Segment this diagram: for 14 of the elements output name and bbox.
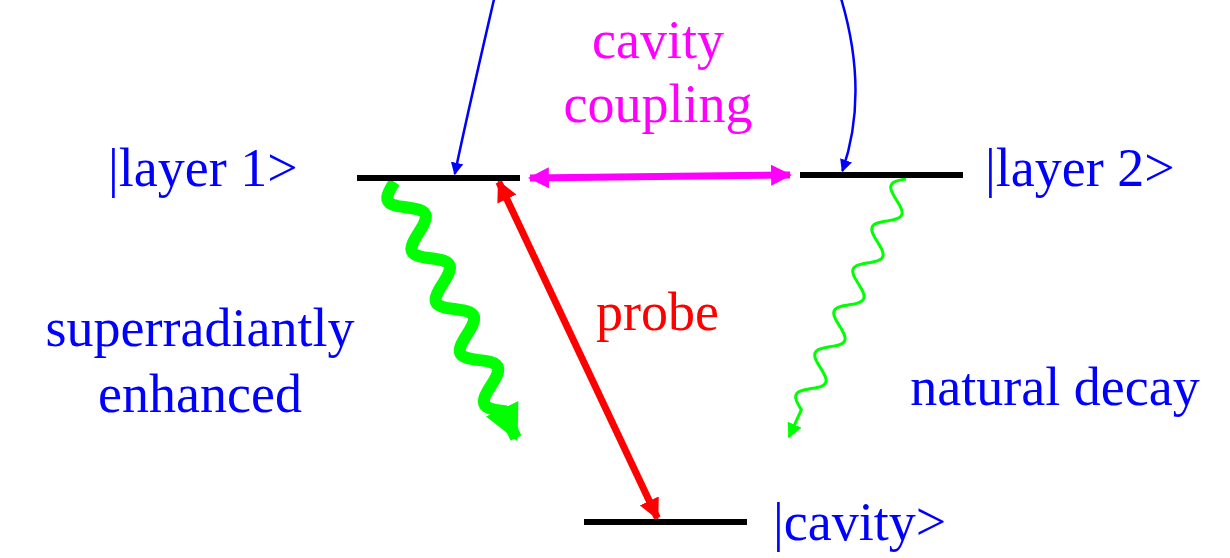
arrow bbox=[451, 0, 497, 176]
wavy-arrow bbox=[787, 177, 907, 439]
arrow bbox=[527, 164, 793, 189]
energy-level-bar bbox=[357, 175, 520, 181]
state-label: |cavity> bbox=[773, 492, 947, 552]
arrow bbox=[838, 0, 857, 173]
state-label: |layer 1> bbox=[108, 138, 298, 198]
wavy-arrow bbox=[381, 178, 522, 442]
energy-level-bar bbox=[800, 172, 963, 178]
process-label: superradiantly enhanced bbox=[44, 297, 356, 426]
energy-level-bar bbox=[584, 519, 747, 525]
process-label: natural decay bbox=[909, 356, 1201, 419]
state-label: |layer 2> bbox=[985, 138, 1175, 198]
arrow bbox=[495, 180, 661, 520]
